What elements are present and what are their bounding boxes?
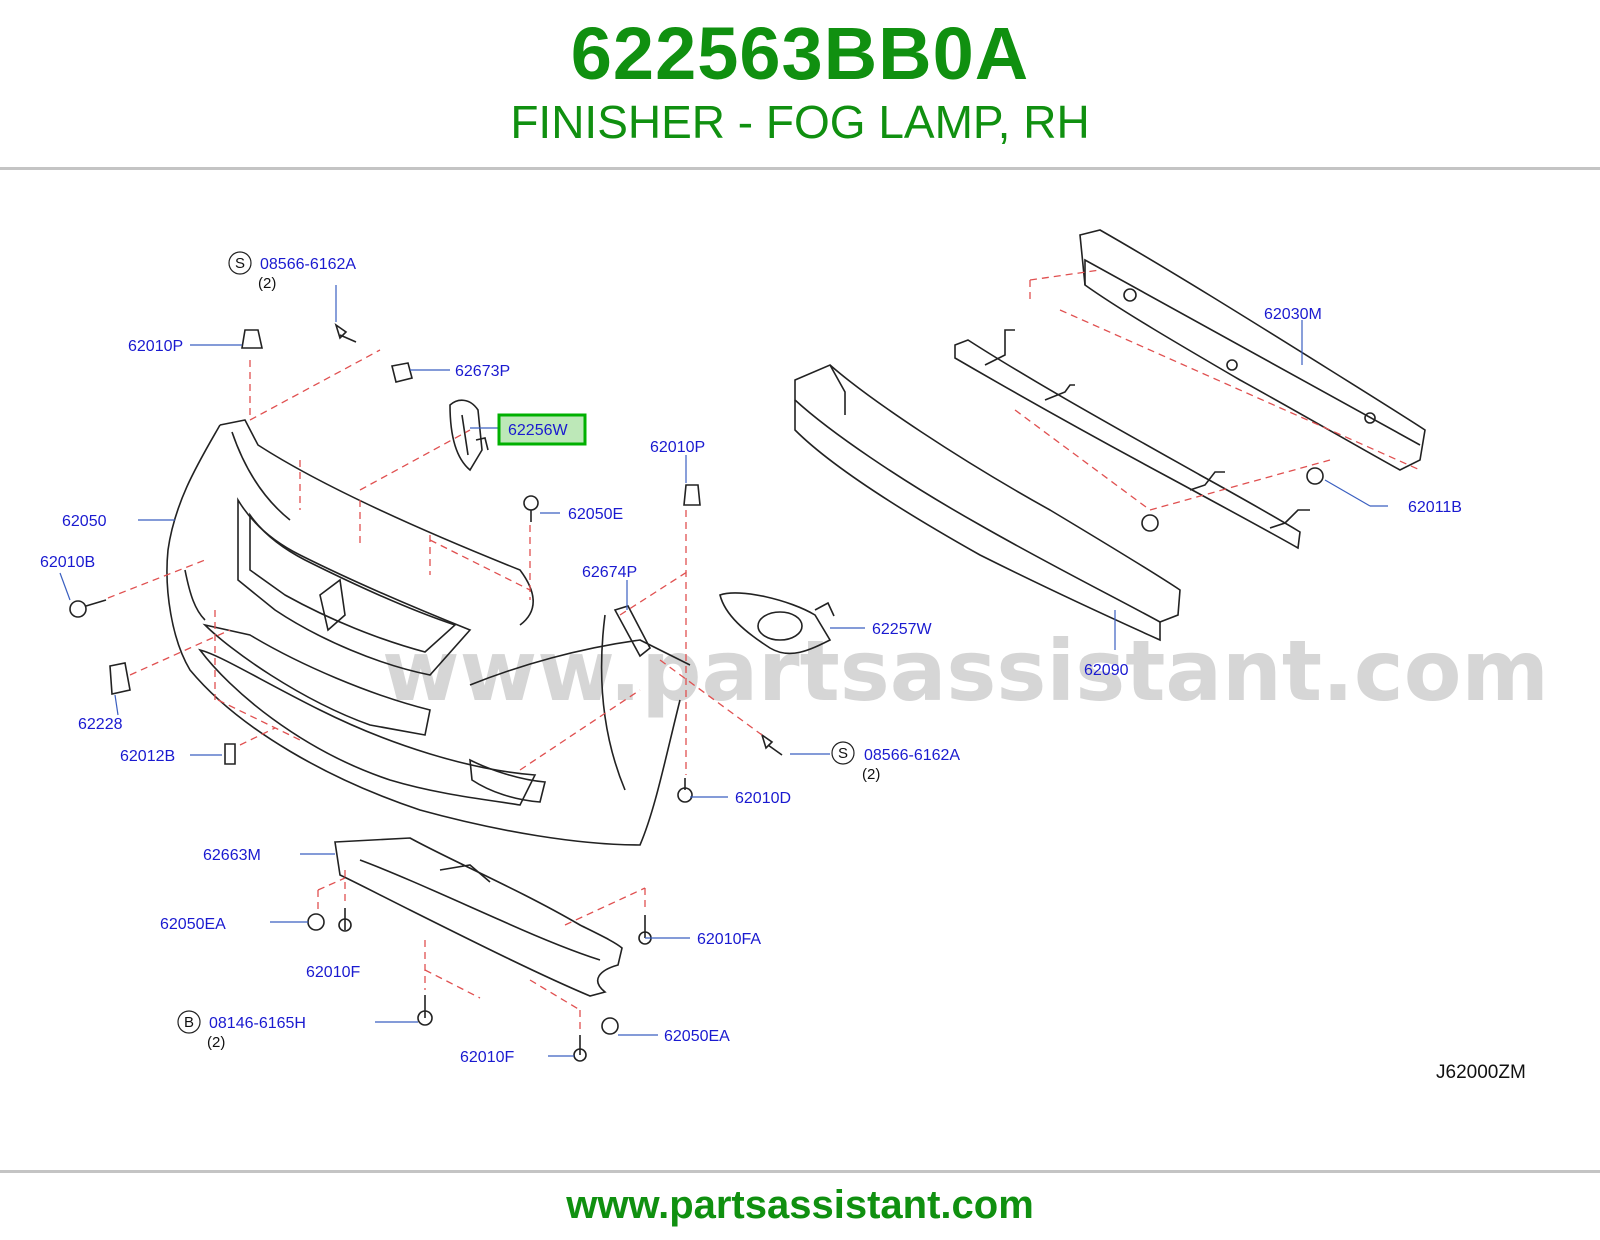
bumper-bracket-drawing <box>954 329 1310 550</box>
label-62010f-bottom[interactable]: 62010F <box>460 1049 514 1066</box>
highlight-box <box>497 413 587 446</box>
footer-divider <box>0 1170 1600 1173</box>
under-cover-drawing <box>334 837 623 997</box>
svg-text:B: B <box>184 1014 194 1031</box>
label-62011b[interactable]: 62011B <box>1408 499 1462 516</box>
label-62050ea-left[interactable]: 62050EA <box>160 916 226 933</box>
fog-lamp-finisher-lh-drawing <box>719 592 835 655</box>
label-62050[interactable]: 62050 <box>62 513 107 530</box>
page-header: 622563BB0A FINISHER - FOG LAMP, RH <box>0 0 1600 168</box>
diagram-code: J62000ZM <box>1436 1062 1526 1083</box>
svg-text:S: S <box>838 745 848 762</box>
energy-absorber-drawing <box>794 364 1181 642</box>
label-62030m[interactable]: 62030M <box>1264 306 1322 323</box>
label-62256w[interactable]: 62256W <box>508 422 568 439</box>
qty-08566-6162a-mid: (2) <box>862 766 880 783</box>
svg-text:S: S <box>235 255 245 272</box>
assembly-dash-lines <box>107 269 1421 1030</box>
marker-s-mid: S <box>831 741 855 765</box>
label-62010d[interactable]: 62010D <box>735 790 791 807</box>
bumper-fascia-drawing <box>166 419 691 846</box>
label-62010p-mid[interactable]: 62010P <box>650 439 705 456</box>
label-62257w[interactable]: 62257W <box>872 621 932 638</box>
exploded-parts-diagram: www.partsassistant.com <box>40 229 1549 1083</box>
label-62090[interactable]: 62090 <box>1084 662 1129 679</box>
label-08566-6162a-top[interactable]: 08566-6162A <box>260 256 356 273</box>
label-62663m[interactable]: 62663M <box>203 847 261 864</box>
part-description: FINISHER - FOG LAMP, RH <box>510 96 1090 148</box>
marker-s-top: S <box>228 251 252 275</box>
label-62673p[interactable]: 62673P <box>455 363 510 380</box>
label-62010b[interactable]: 62010B <box>40 554 95 571</box>
footer-website-link[interactable]: www.partsassistant.com <box>566 1183 1034 1227</box>
bracket-62674p-drawing <box>613 605 652 658</box>
label-62674p[interactable]: 62674P <box>582 564 637 581</box>
fastener-drawings <box>69 323 1324 1062</box>
watermark-text: www.partsassistant.com <box>382 622 1549 720</box>
fog-lamp-finisher-rh-drawing <box>449 399 489 472</box>
leader-lines <box>59 285 1388 1057</box>
qty-08146-6165h: (2) <box>207 1034 225 1051</box>
label-62012b[interactable]: 62012B <box>120 748 175 765</box>
marker-b-bottom: B <box>177 1010 201 1034</box>
label-62010fa[interactable]: 62010FA <box>697 931 761 948</box>
label-08146-6165h[interactable]: 08146-6165H <box>209 1015 306 1032</box>
qty-08566-6162a-top: (2) <box>258 275 276 292</box>
highlighted-part-62256w[interactable]: 62256W <box>497 413 587 446</box>
part-number-title: 622563BB0A <box>570 12 1030 95</box>
label-62228[interactable]: 62228 <box>78 716 123 733</box>
label-62050ea-right[interactable]: 62050EA <box>664 1028 730 1045</box>
header-divider <box>0 167 1600 170</box>
bumper-reinforcement-drawing <box>1079 229 1426 471</box>
label-62010f-left[interactable]: 62010F <box>306 964 360 981</box>
label-08566-6162a-mid[interactable]: 08566-6162A <box>864 747 960 764</box>
label-62010p-left[interactable]: 62010P <box>128 338 183 355</box>
label-62050e[interactable]: 62050E <box>568 506 623 523</box>
